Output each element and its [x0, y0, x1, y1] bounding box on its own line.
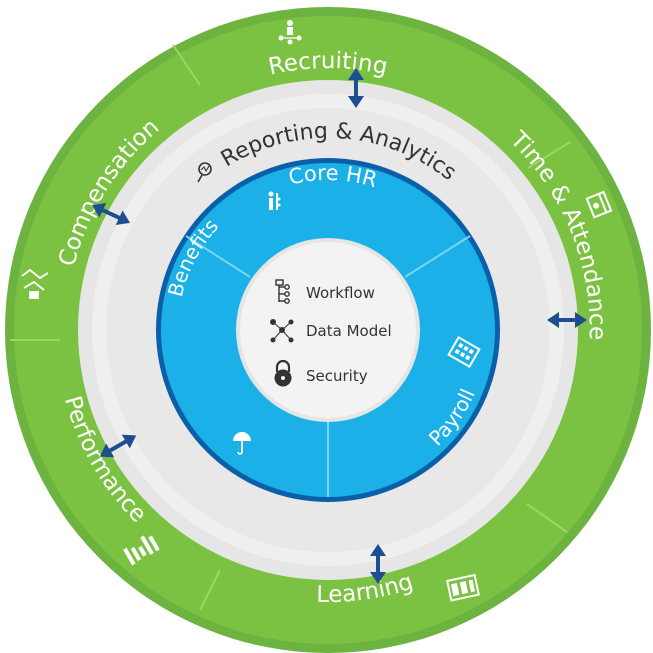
- data-model-label: Data Model: [306, 322, 392, 340]
- divider-line: [527, 141, 571, 169]
- arrows: [91, 68, 587, 584]
- divider-line: [404, 235, 471, 278]
- payroll-calculator-icon: [447, 335, 481, 369]
- double-arrow-icon: [370, 544, 386, 584]
- double-arrow-icon: [348, 68, 364, 108]
- double-arrow-icon: [91, 202, 131, 226]
- double-arrow-icon: [547, 312, 587, 328]
- divider-line: [172, 44, 201, 86]
- umbrella-icon: [233, 432, 251, 455]
- magnifier-chart-icon: [197, 162, 212, 183]
- org-people-icon: [268, 191, 281, 210]
- divider-line: [199, 569, 221, 611]
- outer-dividers: [10, 44, 571, 611]
- workflow-icon: [275, 279, 290, 304]
- double-arrow-icon: [99, 434, 137, 458]
- divider-line: [526, 503, 568, 533]
- handshake-money-icon: [21, 268, 49, 299]
- performance-chart-icon: [123, 535, 160, 566]
- data-model-icon: [270, 319, 294, 343]
- learning-books-icon: [446, 573, 480, 602]
- blue-dividers: [185, 235, 471, 497]
- security-label: Security: [306, 367, 368, 385]
- recruiting-people-icon: [278, 20, 302, 45]
- calendar-clock-icon: [585, 190, 613, 219]
- divider-line: [185, 235, 251, 278]
- security-lock-icon: [274, 359, 292, 387]
- workflow-label: Workflow: [306, 284, 375, 302]
